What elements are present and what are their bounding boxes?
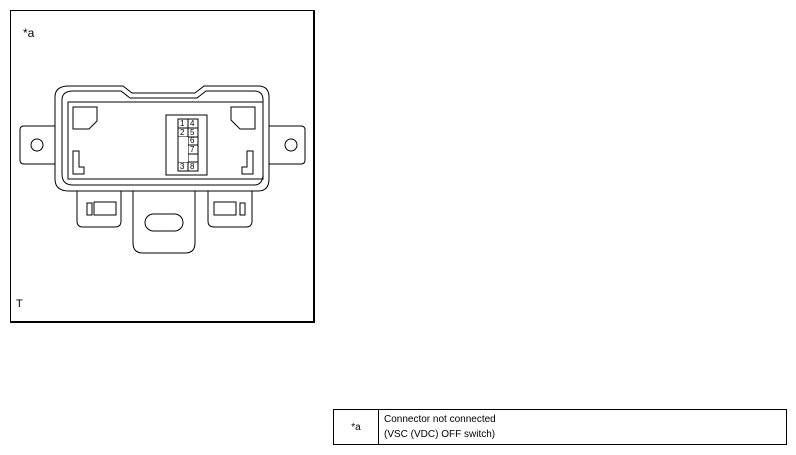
pin-3-label: 3 [180, 162, 185, 171]
lower-right-lock [241, 150, 254, 175]
left-mounting-hole [30, 138, 44, 152]
upper-right-clip [230, 106, 256, 130]
latch-hole [144, 213, 184, 232]
pin-8-label: 8 [190, 162, 195, 171]
upper-left-clip [72, 106, 98, 130]
legend-row: *a Connector not connected (VSC (VDC) OF… [333, 409, 787, 445]
pin-2-label: 2 [180, 128, 185, 137]
lower-left-lock [72, 150, 85, 175]
left-bottom-tab [76, 191, 122, 228]
right-mounting-ear [269, 125, 306, 165]
right-bottom-tab [207, 191, 253, 228]
right-tab-slot [213, 201, 237, 216]
left-mounting-ear [19, 125, 55, 165]
pin-5-label: 5 [190, 128, 195, 137]
legend-description-line2: (VSC (VDC) OFF switch) [384, 429, 496, 440]
corner-label: T [16, 298, 23, 310]
pin-7-label: 7 [190, 145, 195, 154]
legend-table: *a Connector not connected (VSC (VDC) OF… [333, 409, 787, 445]
left-tab-slot-small [86, 202, 93, 216]
callout-label: *a [23, 26, 35, 40]
inner-face-panel [67, 101, 264, 180]
pin-4-label: 4 [190, 119, 195, 128]
right-mounting-hole [284, 138, 298, 152]
pin-6-label: 6 [190, 136, 195, 145]
bottom-latch [132, 191, 196, 254]
right-tab-slot-small [239, 202, 246, 216]
pin-1-label: 1 [180, 119, 185, 128]
connector-housing [165, 114, 208, 176]
switch-connector-drawing: 1 2 3 4 5 6 7 8 [19, 85, 306, 254]
main-body-inner [61, 90, 264, 186]
left-tab-slot [93, 201, 117, 216]
diagram-figure: *a T [10, 10, 315, 323]
legend-key: *a [333, 409, 379, 445]
legend-description: Connector not connected (VSC (VDC) OFF s… [378, 409, 787, 445]
main-body-outline [54, 85, 270, 192]
legend-description-line1: Connector not connected [384, 414, 496, 425]
